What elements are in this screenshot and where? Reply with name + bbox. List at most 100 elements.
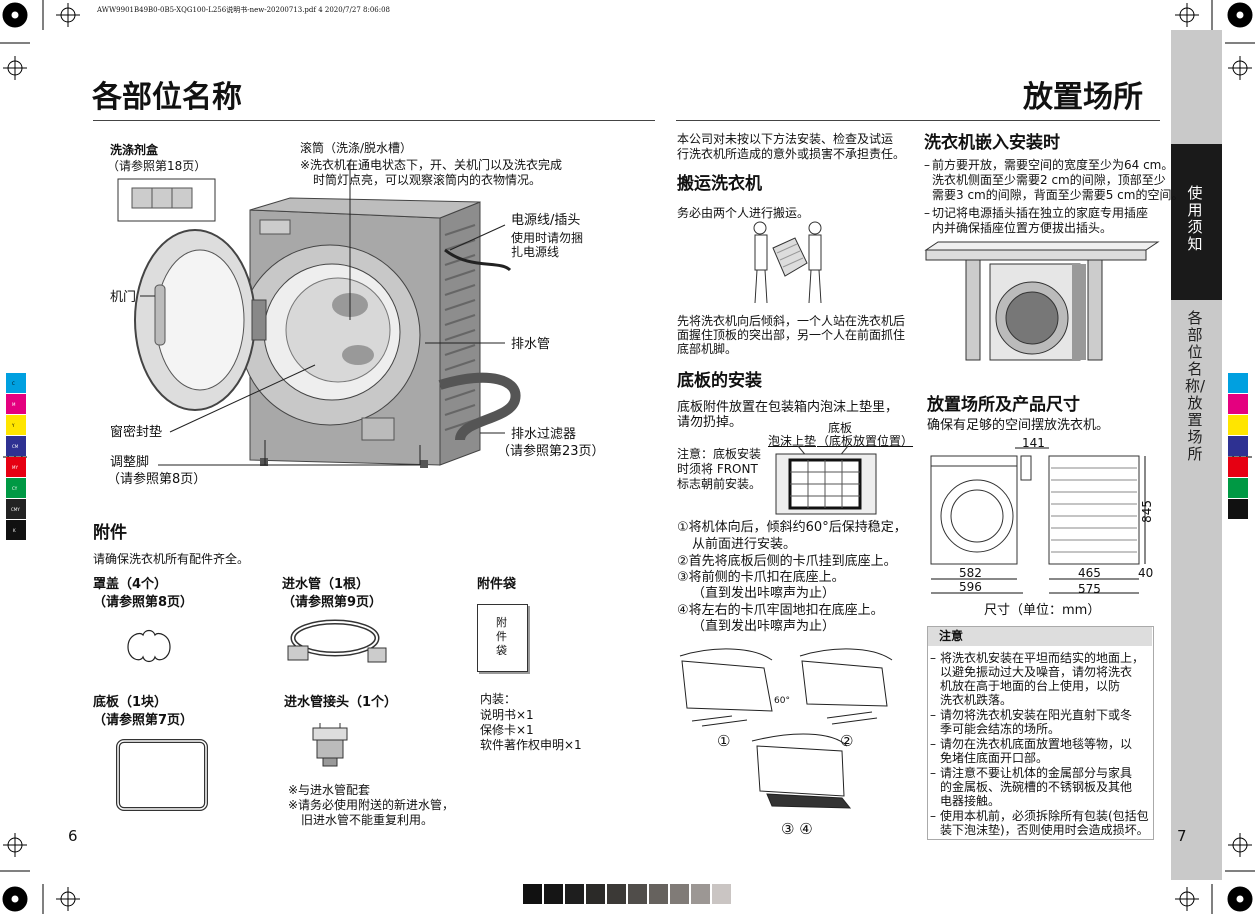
inlet-hose-ref: （请参照第9页）: [282, 595, 383, 610]
leader-lines: [140, 160, 506, 466]
disclaimer-line-2: 行洗衣机所造成的意外或损害不承担责任。: [677, 147, 906, 161]
base-install-desc-1: 底板附件放置在包装箱内泡沫上垫里，: [677, 400, 899, 415]
caution-item: 的金属板、洗碗槽的不锈钢板及其他: [940, 780, 1133, 794]
caution-item: 免堵住底面开口部。: [940, 751, 1049, 765]
inlet-connector-image: [312, 723, 348, 767]
base-note: 注意：底板安装: [677, 447, 762, 461]
accessory-bag-label: 附件袋: [477, 577, 517, 592]
angle-label: 60°: [774, 696, 790, 706]
figure-label: ②: [840, 732, 854, 750]
cover-cap-ref: （请参照第8页）: [93, 595, 194, 610]
page-number-left: 6: [68, 827, 78, 845]
label-detergent-box: 洗涤剂盒: [110, 143, 159, 157]
cover-cap-label: 罩盖（4个）: [93, 577, 168, 592]
base-step: ③将前侧的卡爪扣在底座上。: [677, 570, 845, 585]
power-cord-note-1: 使用时请勿捆: [511, 231, 584, 245]
caution-item: 请勿将洗衣机安装在阳光直射下或冬: [940, 708, 1133, 722]
cover-cap-image: [127, 629, 171, 663]
placement-subtitle: 确保有足够的空间摆放洗衣机。: [927, 418, 1110, 433]
dimension-unit: 尺寸（单位：mm）: [984, 603, 1101, 618]
base-step: ②首先将底板后侧的卡爪挂到底座上。: [677, 554, 897, 569]
registration-wheel-icon: [1227, 2, 1253, 28]
base-step: ④将左右的卡爪牢固地扣在底座上。: [677, 603, 884, 618]
page-number-right: 7: [1177, 827, 1187, 845]
transport-line: 务必由两个人进行搬运。: [677, 206, 810, 220]
label-drain-filter: 排水过滤器: [511, 427, 577, 442]
title-rule: [676, 120, 1160, 121]
foam-base-illustration: [775, 446, 877, 515]
transport-desc: 底部机脚。: [677, 342, 738, 356]
crosshair-icon: [1175, 3, 1199, 27]
inlet-hose-label: 进水管（1根）: [282, 577, 370, 592]
transport-title: 搬运洗衣机: [677, 174, 762, 194]
accessories-subtitle: 请确保洗衣机所有配件齐全。: [93, 552, 250, 566]
label-power-cord: 电源线/插头: [511, 213, 581, 228]
sidebar-section-tab: [1171, 144, 1222, 300]
washing-machine-illustration: [134, 197, 521, 468]
connector-note-1: ※与进水管配套: [288, 783, 371, 797]
builtin-title: 洗衣机嵌入安装时: [924, 133, 1060, 153]
dim-582: 582: [959, 566, 982, 580]
inlet-hose-image: [287, 619, 387, 663]
sidebar-subsection-label: 各部位名称/放置场所: [1185, 309, 1206, 463]
base-step: （直到发出咔嚓声为止）: [692, 586, 836, 601]
label-drain-hose: 排水管: [511, 337, 551, 352]
dim-465: 465: [1078, 566, 1101, 580]
connector-note-2: ※请务必使用附送的新进水管，: [288, 798, 455, 812]
label-drain-filter-ref: （请参照第23页）: [497, 444, 605, 459]
accessories-title: 附件: [93, 523, 127, 543]
transport-desc: 面握住顶板的突出部，另一个人在前面抓住: [677, 328, 906, 342]
caution-item: 以避免振动过大及噪音，请勿将洗衣: [940, 665, 1133, 679]
base-step: （直到发出咔嚓声为止）: [692, 619, 836, 634]
contents-item: 软件著作权申明×1: [480, 738, 582, 752]
label-door: 机门: [110, 290, 137, 305]
registration-wheel-icon: [2, 886, 28, 912]
caution-box: [927, 626, 1154, 840]
crosshair-icon: [3, 56, 27, 80]
caution-title: 注意: [939, 629, 964, 643]
builtin-item: 内并确保插座位置方便拔出插头。: [932, 221, 1113, 235]
accessory-bag-image: 附件袋: [477, 604, 528, 672]
foam-label: 泡沫上垫: [768, 434, 817, 448]
registration-wheel-icon: [1227, 886, 1253, 912]
bag-text: 附件袋: [496, 616, 507, 657]
caution-item: 使用本机前，必须拆除所有包装(包括包: [940, 809, 1149, 823]
caution-item: 装下泡沫垫)，否则使用时会造成损坏。: [940, 823, 1149, 837]
contents-title: 内装：: [480, 692, 517, 706]
builtin-item: 前方要开放，需要空间的宽度至少为64 cm。: [932, 158, 1174, 172]
crosshair-icon: [56, 887, 80, 911]
base-note: 时须将 FRONT: [677, 462, 758, 476]
dim-40: 40: [1138, 566, 1154, 580]
label-drum: 滚筒（洗涤/脱水槽）: [300, 141, 413, 155]
base-step: 从前面进行安装。: [692, 537, 797, 552]
file-info: AWW9901B49B0-0B5-XQG100-L256说明书-new-2020…: [97, 6, 390, 14]
label-detergent-box-ref: （请参照第18页）: [107, 159, 207, 173]
base-note: 标志朝前安装。: [677, 477, 762, 491]
contents-item: 说明书×1: [480, 708, 534, 722]
inlet-connector-label: 进水管接头（1个）: [284, 695, 398, 710]
base-label-2: （底板放置位置）: [817, 434, 914, 448]
label-gasket: 窗密封垫: [110, 425, 163, 440]
dim-845: 845: [1140, 500, 1154, 523]
connector-note-3: 旧进水管不能重复利用。: [301, 813, 434, 827]
crosshair-icon: [1228, 56, 1252, 80]
figure-label: ③ ④: [781, 820, 813, 838]
builtin-install-illustration: [924, 241, 1160, 361]
base-label-1: 底板: [828, 421, 853, 435]
caution-item: 电器接触。: [940, 794, 1001, 808]
caution-item: 将洗衣机安装在平坦而结实的地面上，: [940, 651, 1145, 665]
base-install-steps-illustration: [679, 648, 893, 809]
detergent-tray-inset: [117, 178, 216, 222]
dim-575: 575: [1078, 582, 1101, 596]
dim-596: 596: [959, 580, 982, 594]
dim-141: 141: [1022, 436, 1045, 450]
contents-item: 保修卡×1: [480, 723, 534, 737]
caution-item: 请勿在洗衣机底面放置地毯等物，以: [940, 737, 1133, 751]
transport-desc: 先将洗衣机向后倾斜，一个人站在洗衣机后: [677, 314, 906, 328]
two-person-carry-illustration: [753, 221, 822, 304]
label-adjust-foot-ref: （请参照第8页）: [107, 472, 207, 487]
registration-wheel-icon: [2, 2, 28, 28]
base-step: ①将机体向后，倾斜约60°后保持稳定，: [677, 520, 907, 535]
builtin-item: 需要3 cm的间隙，背面至少需要5 cm的空间。: [932, 188, 1184, 202]
